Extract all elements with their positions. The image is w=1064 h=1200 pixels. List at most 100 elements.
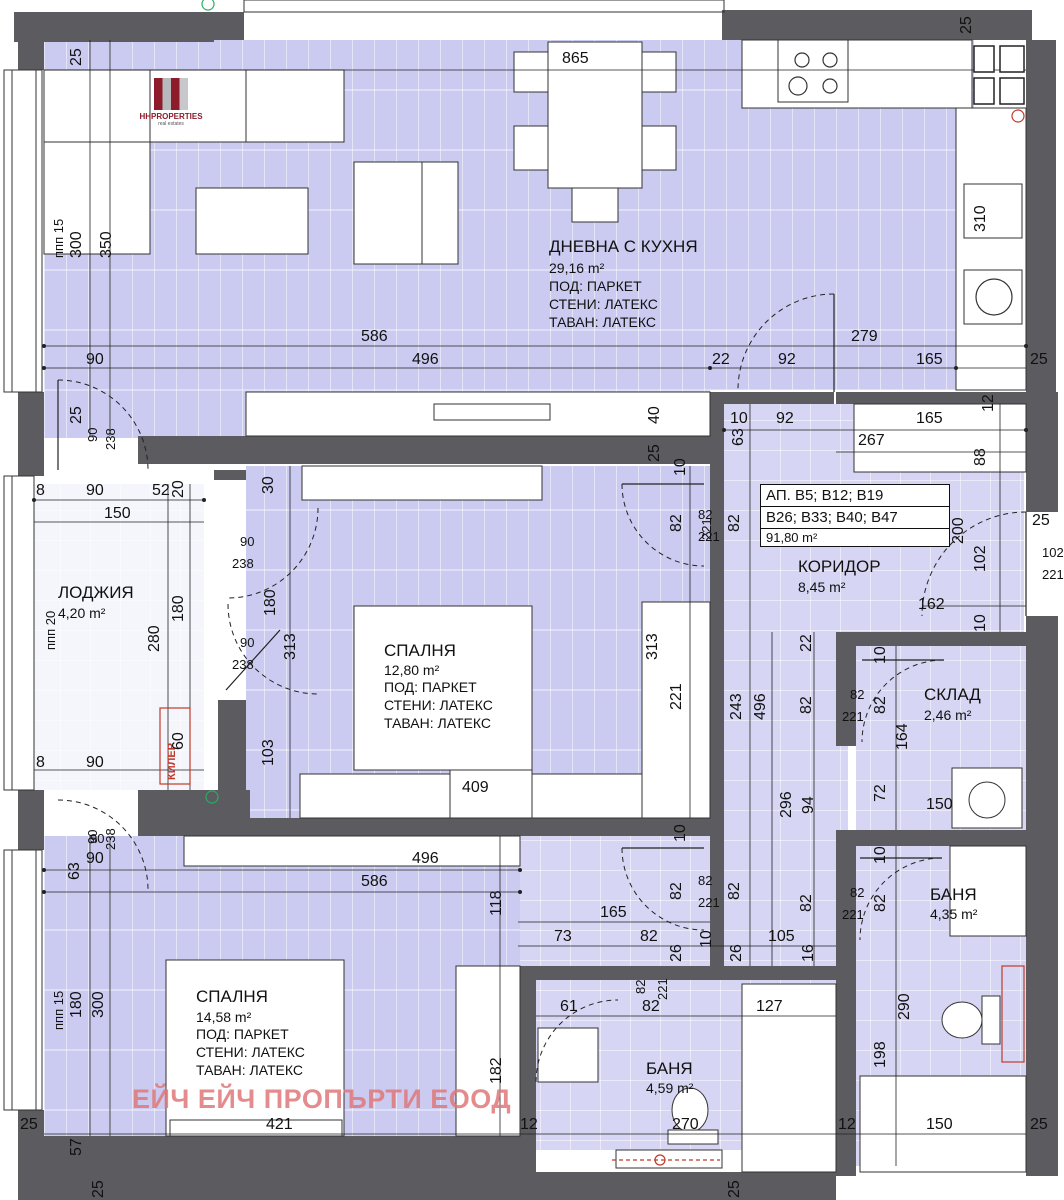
- storage-area: 2,46 m²: [924, 707, 972, 723]
- living-room-ceiling: ТАВАН: ЛАТЕКС: [549, 314, 656, 330]
- bath2-name: БАНЯ: [646, 1059, 693, 1078]
- dim-label: 22: [712, 351, 730, 368]
- dim-label: 290: [896, 993, 913, 1020]
- dim-label: 82: [726, 882, 743, 900]
- dim-label: 296: [778, 791, 795, 818]
- dim-label: 12: [980, 394, 997, 412]
- door-swings: [57, 293, 1027, 1083]
- dim-label: 92: [776, 410, 794, 427]
- dim-label: 90: [85, 427, 100, 442]
- dim-label: 82: [642, 998, 660, 1015]
- dim-label: 180: [170, 595, 187, 622]
- watermark: ЕЙЧ ЕЙЧ ПРОПЪРТИ ЕООД: [132, 1084, 512, 1114]
- dim-label: 280: [146, 625, 163, 652]
- dim-label: 88: [972, 448, 989, 466]
- dim-label: 82: [633, 979, 648, 994]
- dim-label: 25: [90, 1180, 107, 1198]
- corridor-floor-b: [724, 632, 848, 966]
- bedroom1-ceiling: ТАВАН: ЛАТЕКС: [384, 715, 491, 731]
- dim-label: 82: [668, 514, 685, 532]
- bedroom1-area: 12,80 m²: [384, 662, 440, 678]
- dim-label: 310: [972, 205, 989, 232]
- logo-subtitle: real estates: [158, 121, 184, 127]
- dim-label: 52: [152, 482, 170, 499]
- dim-label: 102: [1042, 545, 1064, 560]
- dim-label: 12: [520, 1116, 538, 1133]
- logo-name: HHPROPERTIES: [139, 112, 203, 121]
- dim-label: 165: [600, 904, 627, 921]
- apartment-total-area: 91,80 m²: [766, 530, 818, 545]
- bedroom1-walls: СТЕНИ: ЛАТЕКС: [384, 697, 493, 713]
- dim-label: 57: [68, 1138, 85, 1156]
- dim-label: 82: [698, 507, 713, 522]
- bath1-name: БАНЯ: [930, 885, 977, 904]
- dim-label: 10: [672, 458, 689, 476]
- dim-label: 90: [90, 831, 105, 846]
- dim-label: 40: [646, 406, 663, 424]
- dim-label: 865: [562, 50, 589, 67]
- dim-label: 118: [488, 890, 505, 916]
- dim-label: 200: [950, 517, 967, 544]
- living-room-walls: СТЕНИ: ЛАТЕКС: [549, 296, 658, 312]
- dim-label: 90: [86, 850, 104, 867]
- dim-label: 61: [560, 998, 578, 1015]
- dim-label: 63: [66, 862, 83, 880]
- dim-label: ппп 20: [43, 610, 58, 650]
- dim-label: 82: [872, 894, 889, 912]
- dim-label: 279: [851, 328, 878, 345]
- dim-label: 300: [68, 231, 85, 258]
- dim-label: 30: [260, 476, 277, 494]
- dim-label: 221: [1042, 567, 1064, 582]
- dim-label: 82: [798, 894, 815, 912]
- dim-label: 92: [778, 351, 796, 368]
- dim-label: 221: [699, 518, 714, 540]
- dim-label: 238: [103, 428, 118, 450]
- apartment-label-box: АП. В5; В12; В19 В26; В33; В40; В47 91,8…: [760, 484, 950, 547]
- dim-label: 105: [768, 928, 795, 945]
- dim-label: 586: [361, 873, 388, 890]
- furniture: [43, 39, 1027, 1173]
- dim-label: 90: [86, 482, 104, 499]
- dim-label: 409: [462, 779, 489, 796]
- dim-label: 102: [972, 545, 989, 572]
- dim-label: 162: [918, 596, 945, 613]
- dim-label: 25: [1032, 512, 1050, 529]
- dim-label: 496: [752, 693, 769, 720]
- dim-label: 180: [68, 991, 85, 1018]
- dim-label: 127: [756, 998, 783, 1015]
- dim-label: 313: [644, 633, 661, 660]
- dim-label: 72: [872, 784, 889, 802]
- dim-label: 25: [646, 444, 663, 462]
- dim-label: 82: [872, 696, 889, 714]
- dim-label: 82: [850, 885, 865, 900]
- dim-label: 165: [916, 410, 943, 427]
- dim-label: 25: [1030, 1116, 1048, 1133]
- dim-label: ппп 15: [51, 218, 66, 258]
- dim-label: 22: [798, 634, 815, 652]
- bedroom2-floor: ПОД: ПАРКЕТ: [196, 1026, 289, 1042]
- dim-label: 221: [698, 895, 720, 910]
- dim-label: 90: [240, 534, 255, 549]
- dim-label: 8: [36, 754, 45, 771]
- dim-label: 496: [412, 351, 439, 368]
- windows: [3, 0, 725, 1111]
- logo-mark-icon: [154, 78, 188, 110]
- dim-label: 63: [730, 428, 747, 446]
- dim-label: 16: [800, 944, 817, 962]
- bedroom2-walls: СТЕНИ: ЛАТЕКС: [196, 1044, 305, 1060]
- dim-label: 421: [266, 1116, 293, 1133]
- kitchen-hob: [788, 52, 1013, 316]
- dim-label: 10: [730, 410, 748, 427]
- dim-label: ппп 15: [51, 990, 66, 1030]
- dim-label: 221: [655, 978, 670, 1000]
- door-leaves: [57, 294, 1027, 859]
- dim-label: 221: [842, 907, 864, 922]
- bath1-area: 4,35 m²: [930, 906, 978, 922]
- dim-label: 12: [838, 1116, 856, 1133]
- dim-label: 10: [972, 614, 989, 632]
- dim-label: 238: [103, 828, 118, 850]
- dim-label: 496: [412, 850, 439, 867]
- bedroom2-ceiling: ТАВАН: ЛАТЕКС: [196, 1062, 303, 1078]
- dim-label: 221: [842, 709, 864, 724]
